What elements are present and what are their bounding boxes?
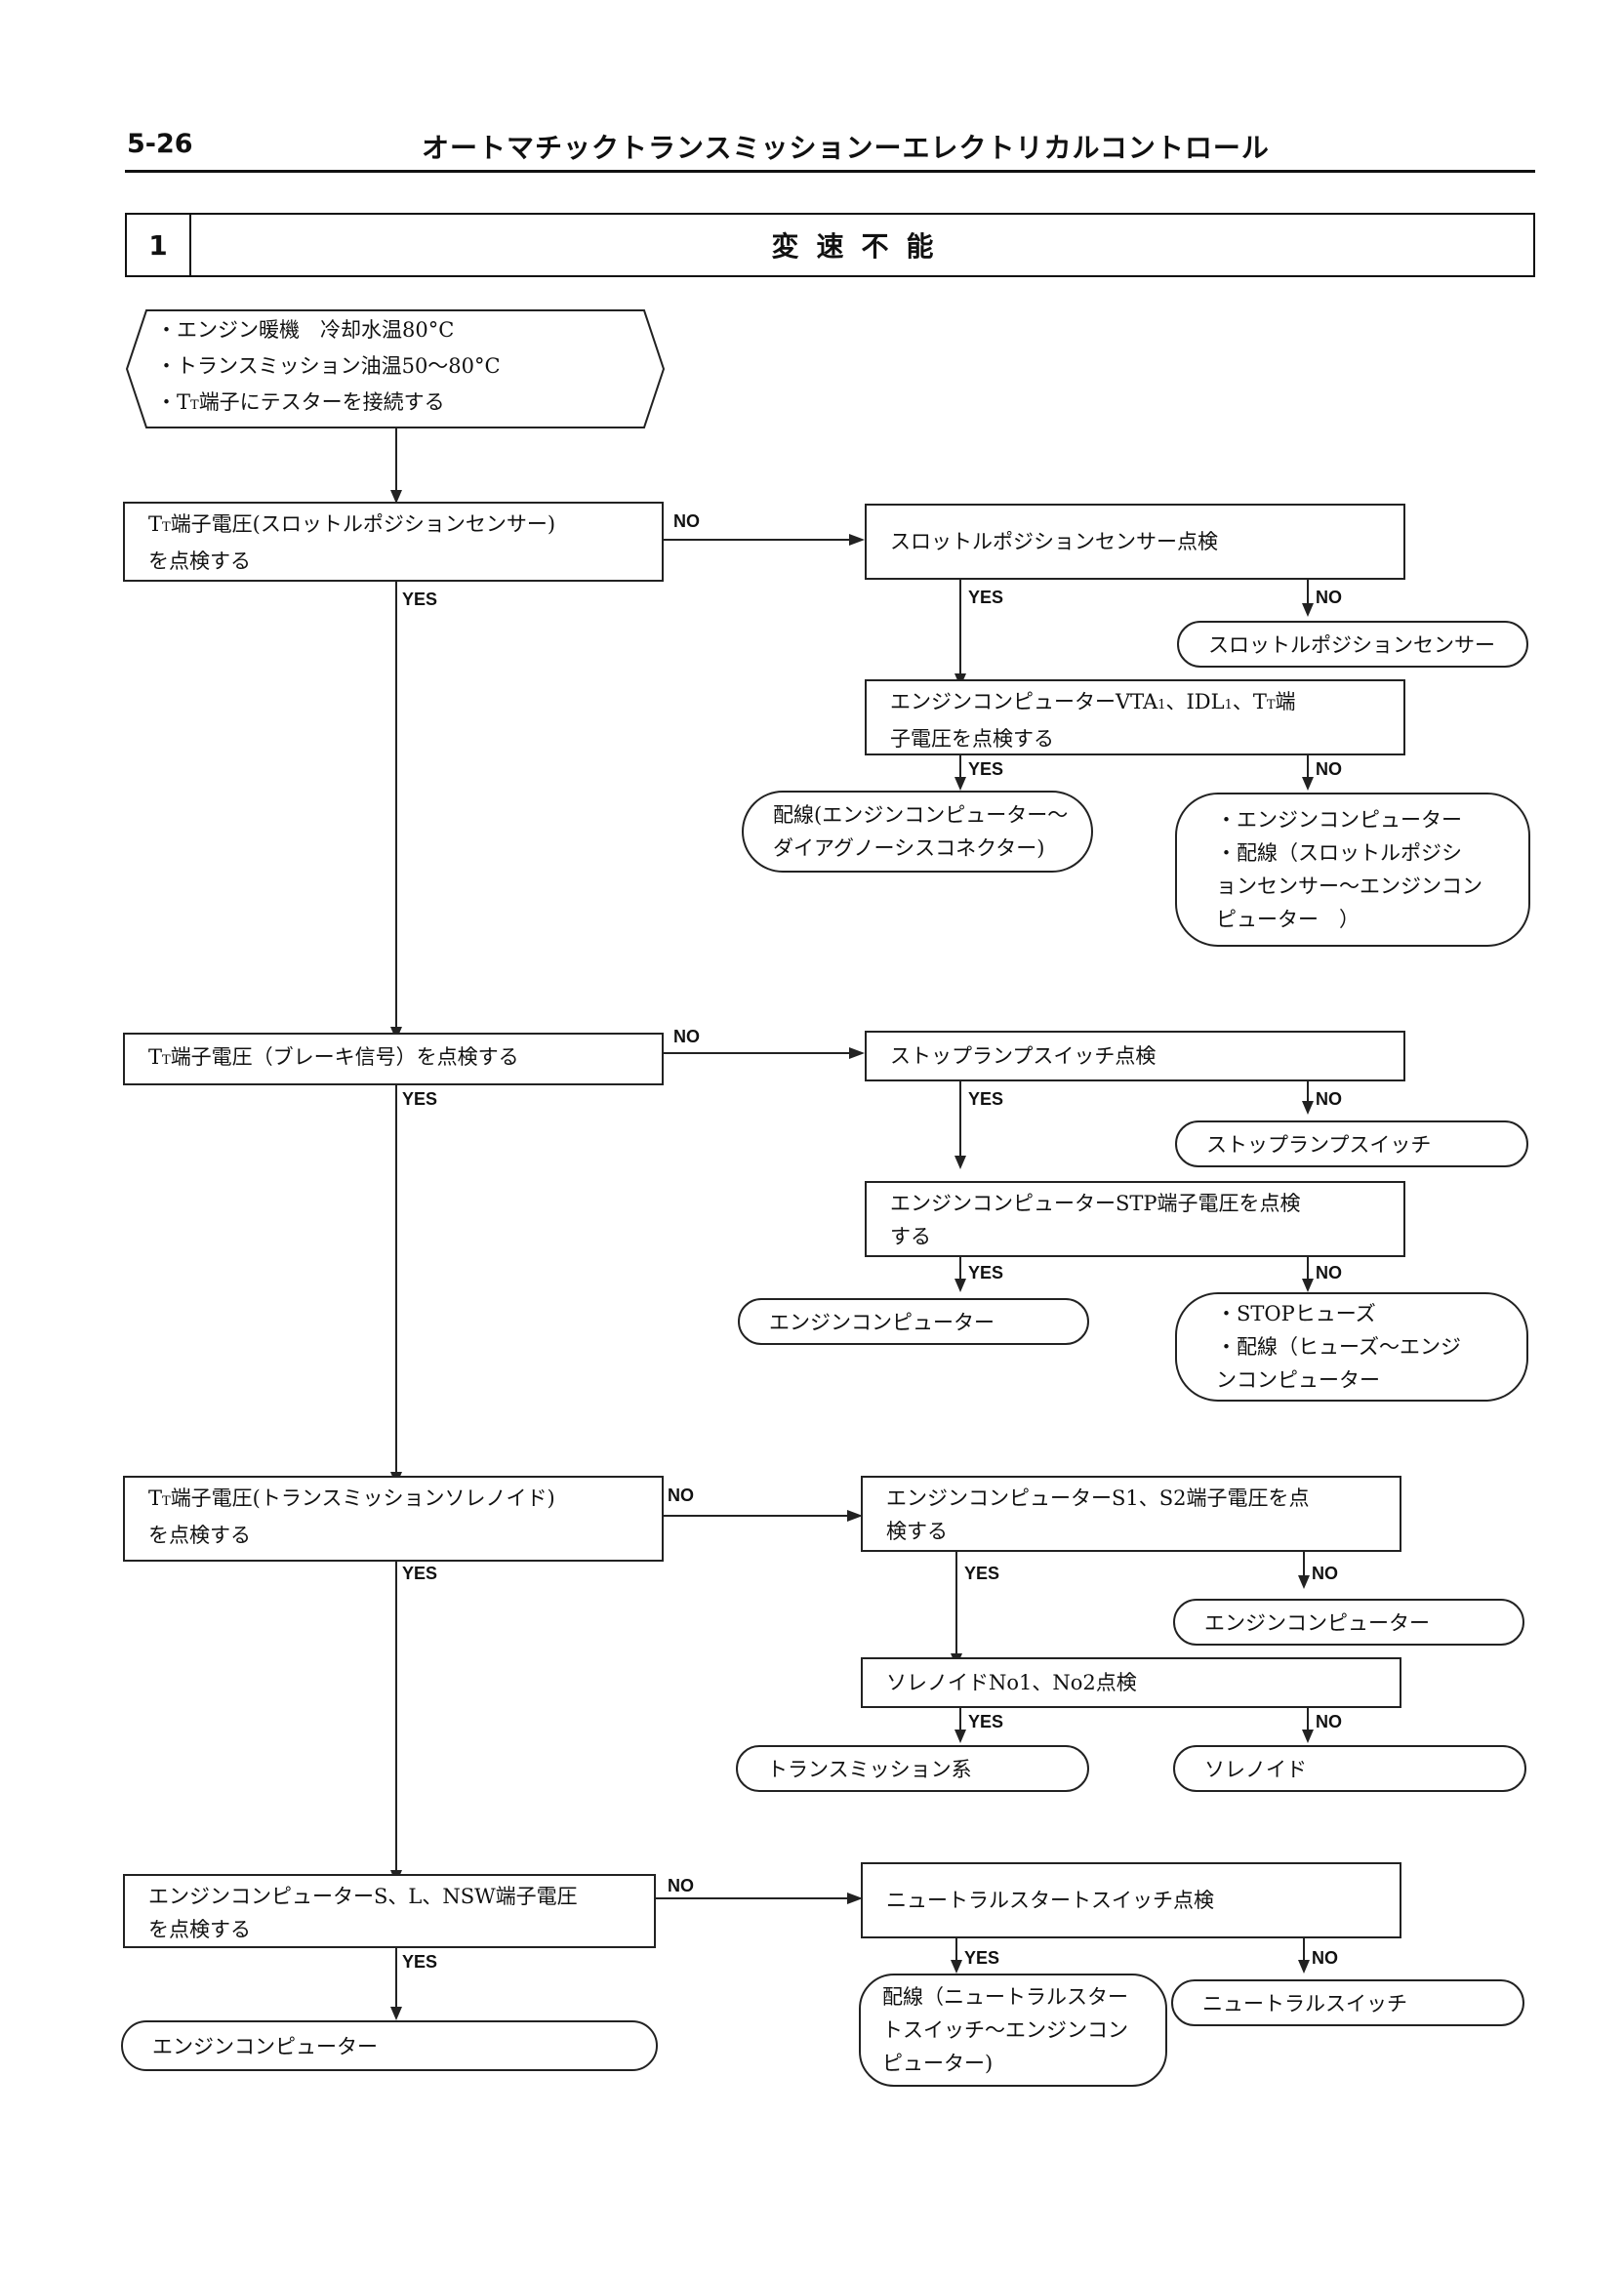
ecu-failure: エンジンコンピューター [121,2020,658,2071]
section-number: 1 [127,215,191,275]
arrow-icon [954,777,966,791]
connector [955,1552,957,1653]
connector [959,1708,961,1730]
start-line-1: ・エンジン暖機 冷却水温80°C [156,318,455,342]
arrow-icon [390,2007,402,2020]
no-label: NO [673,1027,700,1046]
tt-solenoid-check: TT端子電圧(トランスミッションソレノイド) を点検する [123,1476,664,1562]
tps-ecu-failures: ・エンジンコンピューター・配線（スロットルポジションセンサー～エンジンコンピュー… [1175,793,1530,947]
spine-line-3 [395,1085,397,1476]
connector [1307,755,1309,777]
section-header: 1 変速不能 [125,213,1535,277]
ecu-vta-check: エンジンコンピューターVTA1、IDL1、TT端 子電圧を点検する [865,679,1405,755]
start-line-2: ・トランスミッション油温50～80°C [156,354,501,378]
connector [959,755,961,777]
section-title: 変速不能 [771,230,952,263]
arrow-icon [849,1047,865,1059]
ecu-failure: エンジンコンピューター [1173,1599,1524,1646]
page-number: 5-26 [127,129,193,159]
connector [955,1938,957,1960]
no-label: NO [1316,588,1342,607]
no-label: NO [1316,1263,1342,1282]
yes-label: YES [402,1089,438,1109]
arrow-icon [1302,1101,1314,1115]
no-label: NO [668,1486,694,1505]
connector [664,1515,847,1517]
ecu-s1-s2-check: エンジンコンピューターS1、S2端子電圧を点 検する [861,1476,1401,1552]
arrow-icon [951,1960,962,1974]
wiring-nss-ecu: 配線（ニュートラルスタートスイッチ～エンジンコンピューター) [859,1974,1167,2087]
connector [1307,1708,1309,1730]
yes-label: YES [402,1564,438,1583]
connector [656,1897,847,1899]
stop-lamp-check: ストップランプスイッチ点検 [865,1031,1405,1081]
no-label: NO [668,1876,694,1895]
connector [959,580,961,673]
neutral-start-switch-check: ニュートラルスタートスイッチ点検 [861,1862,1401,1938]
yes-label: YES [402,590,438,609]
page-title: オートマチックトランスミッションーエレクトリカルコントロール [422,132,1270,164]
no-label: NO [1312,1564,1338,1583]
connector [1307,580,1309,603]
yes-label: YES [402,1952,438,1972]
stop-lamp-failure: ストップランプスイッチ [1175,1120,1528,1167]
spine-line-5 [395,1948,397,2007]
tt-throttle-check: TT端子電圧(スロットルポジションセンサー) を点検する [123,502,664,582]
connector [664,1052,849,1054]
arrow-icon [954,1156,966,1169]
arrow-icon [390,490,402,504]
solenoid-check: ソレノイドNo1、No2点検 [861,1657,1401,1708]
no-label: NO [1316,1712,1342,1731]
solenoid-failure: ソレノイド [1173,1745,1526,1792]
connector [1303,1938,1305,1960]
ecu-nsw-check: エンジンコンピューターS、L、NSW端子電圧 を点検する [123,1874,656,1948]
arrow-icon [1298,1575,1310,1589]
no-label: NO [673,511,700,531]
arrow-icon [1298,1960,1310,1974]
yes-label: YES [964,1948,1000,1968]
yes-label: YES [968,1712,1004,1731]
arrow-icon [1302,777,1314,791]
arrow-icon [847,1893,863,1904]
connector [1307,1257,1309,1279]
spine-line-1 [395,428,397,502]
wiring-ecu-dlc: 配線(エンジンコンピューター～ダイアグノーシスコネクター) [742,791,1093,873]
no-label: NO [1316,1089,1342,1109]
arrow-icon [954,1279,966,1292]
tps-failure: スロットルポジションセンサー [1177,621,1528,668]
connector [664,539,849,541]
connector [959,1081,961,1156]
no-label: NO [1316,759,1342,779]
spine-line-4 [395,1562,397,1874]
connector [959,1257,961,1279]
start-conditions: ・エンジン暖機 冷却水温80°C ・トランスミッション油温50～80°C ・TT… [156,312,501,424]
transmission-failure: トランスミッション系 [736,1745,1089,1792]
ecu-stp-check: エンジンコンピューターSTP端子電圧を点検 する [865,1181,1405,1257]
neutral-switch-failure: ニュートラルスイッチ [1171,1979,1524,2026]
tps-check: スロットルポジションセンサー点検 [865,504,1405,580]
connector [1303,1552,1305,1575]
yes-label: YES [968,1089,1004,1109]
yes-label: YES [968,588,1004,607]
ecu-failure: エンジンコンピューター [738,1298,1089,1345]
arrow-icon [1302,603,1314,617]
yes-label: YES [968,1263,1004,1282]
header-rule [125,170,1535,173]
no-label: NO [1312,1948,1338,1968]
yes-label: YES [964,1564,1000,1583]
arrow-icon [847,1510,863,1522]
connector [1307,1081,1309,1101]
yes-label: YES [968,759,1004,779]
stop-fuse-failures: ・STOPヒューズ・配線（ヒューズ～エンジンコンピューター [1175,1292,1528,1402]
arrow-icon [849,534,865,546]
arrow-icon [1302,1730,1314,1743]
arrow-icon [954,1730,966,1743]
tt-brake-check: TT端子電圧（ブレーキ信号）を点検する [123,1033,664,1085]
spine-line-2 [395,582,397,1031]
arrow-icon [1302,1279,1314,1292]
start-line-3: ・TT端子にテスターを接続する [156,390,445,414]
